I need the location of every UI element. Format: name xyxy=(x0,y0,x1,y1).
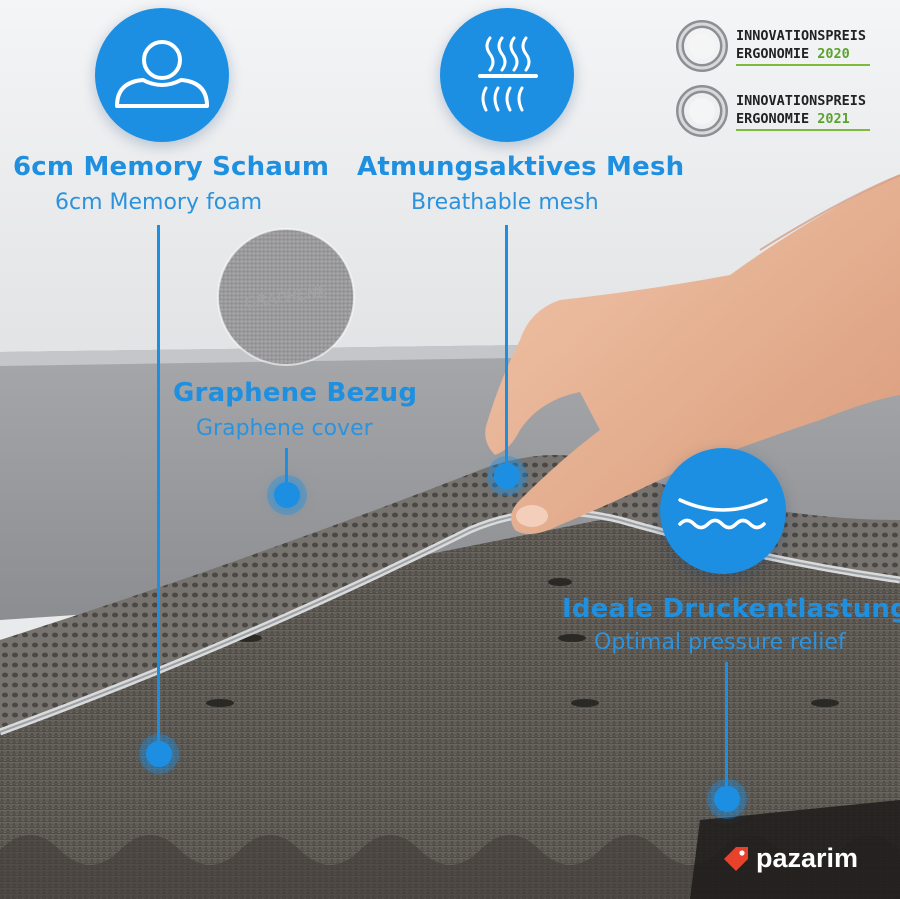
mesh-marker xyxy=(494,463,520,489)
award-badge-2020: INNOVATIONSPREIS ERGONOMIE 2020 xyxy=(676,20,876,72)
award-category: ERGONOMIE xyxy=(736,111,810,127)
memory-foam-subtitle: 6cm Memory foam xyxy=(55,190,263,215)
pazarim-watermark: pazarim xyxy=(720,843,890,875)
pressure-relief-subtitle: Optimal pressure relief xyxy=(594,630,846,655)
person-pillow-icon xyxy=(115,40,209,108)
mesh-icon-badge xyxy=(440,8,574,142)
memory-foam-icon-badge xyxy=(95,8,229,142)
breathable-heat-waves-icon xyxy=(478,36,538,112)
memory-foam-title: 6cm Memory Schaum xyxy=(13,152,330,182)
memory-foam-marker xyxy=(146,741,172,767)
pressure-wave-icon xyxy=(678,498,768,530)
award-subtitle: ERGONOMIE 2020 xyxy=(736,46,850,62)
pressure-relief-icon-badge xyxy=(660,448,786,574)
award-underline xyxy=(736,129,870,131)
pressure-relief-title: Ideale Druckentlastung xyxy=(562,594,900,624)
graphene-title: Graphene Bezug xyxy=(173,378,418,408)
graphene-subtitle: Graphene cover xyxy=(196,416,373,441)
graphene-marker xyxy=(274,482,300,508)
award-ring-icon xyxy=(676,85,728,137)
award-ring-icon xyxy=(676,20,728,72)
award-title: INNOVATIONSPREIS xyxy=(736,28,867,44)
watermark-text: pazarim xyxy=(756,843,859,873)
award-underline xyxy=(736,64,870,66)
award-category: ERGONOMIE xyxy=(736,46,810,62)
mesh-leader-line xyxy=(505,225,508,465)
award-title: INNOVATIONSPREIS xyxy=(736,93,867,109)
award-year: 2020 xyxy=(817,46,850,62)
award-badge-2021: INNOVATIONSPREIS ERGONOMIE 2021 xyxy=(676,85,876,137)
graphene-leader-line xyxy=(285,448,288,486)
tag-icon xyxy=(724,847,748,871)
mesh-subtitle: Breathable mesh xyxy=(411,190,599,215)
mesh-title: Atmungsaktives Mesh xyxy=(357,152,685,182)
award-subtitle: ERGONOMIE 2021 xyxy=(736,111,850,127)
award-year: 2021 xyxy=(817,111,850,127)
memory-foam-leader-line xyxy=(157,225,160,755)
pressure-relief-marker xyxy=(714,786,740,812)
pressure-relief-leader-line xyxy=(725,662,728,792)
